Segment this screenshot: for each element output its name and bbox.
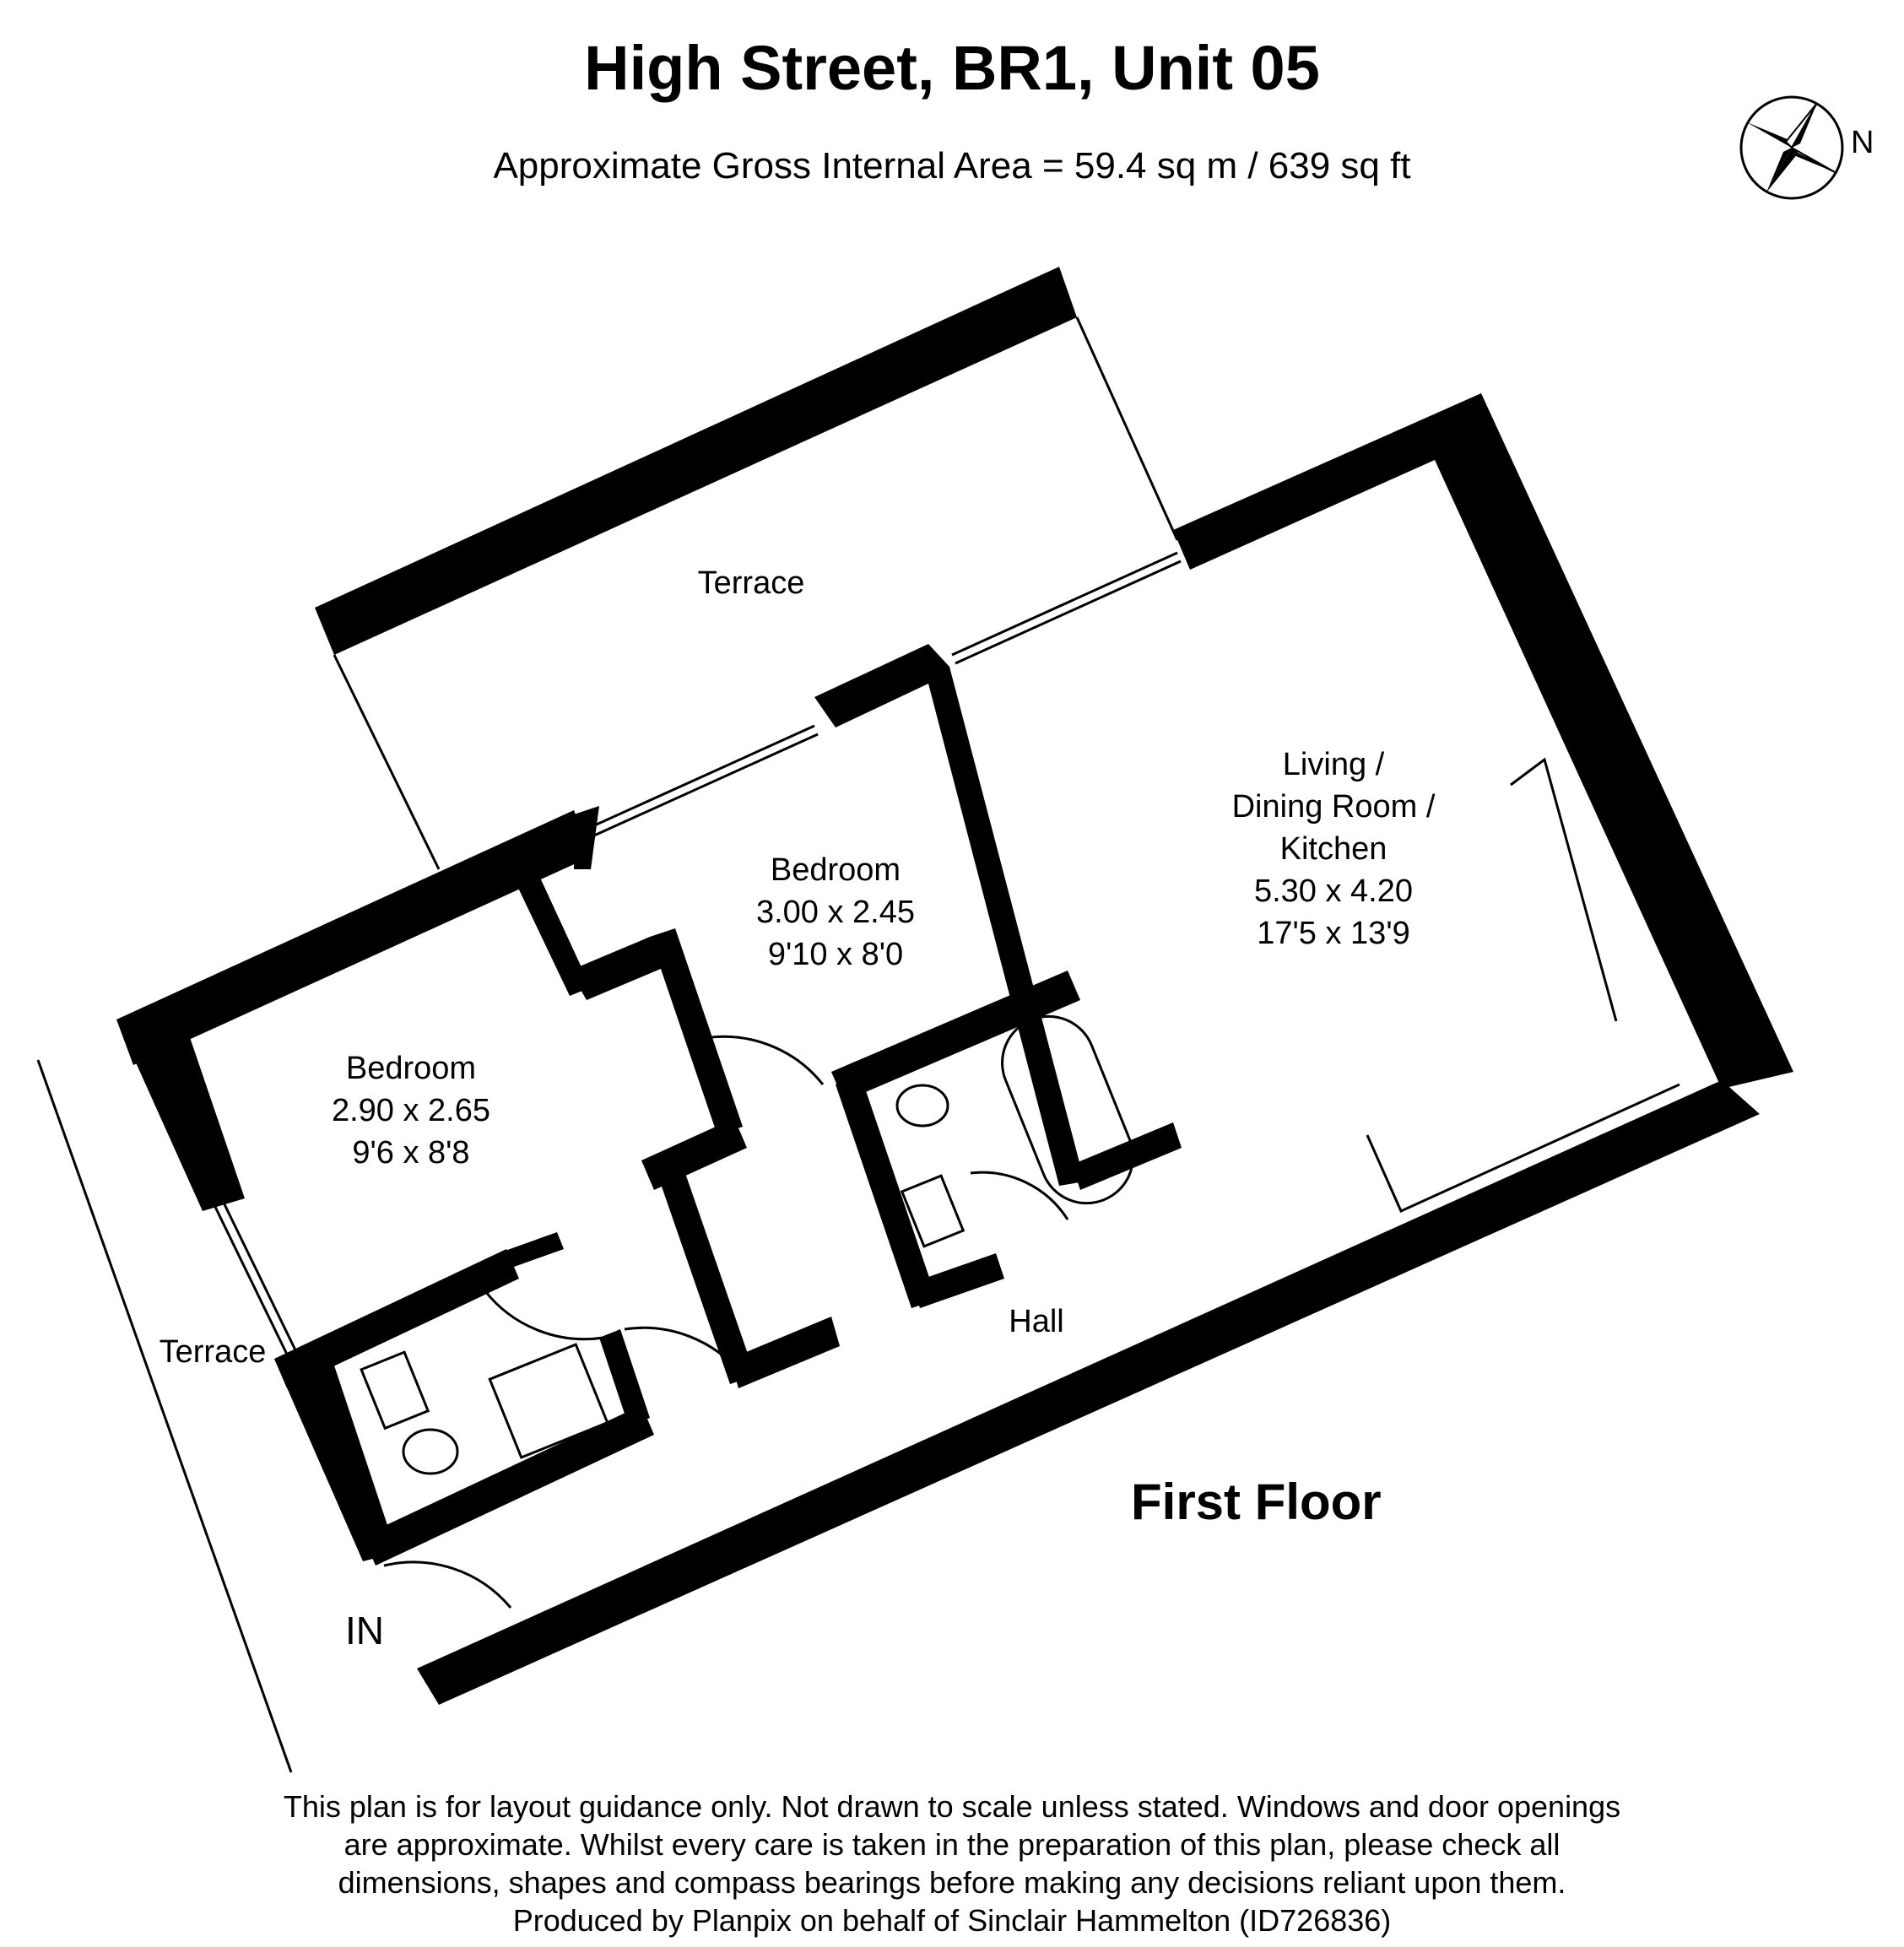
kitchen-counter-front [1366,1083,1680,1213]
bedroom2-label: Bedroom [771,852,901,888]
disclaimer-line: Produced by Planpix on behalf of Sinclai… [512,1903,1392,1938]
bathroom1-bottom-wall [363,1405,654,1566]
disclaimer-line: dimensions, shapes and compass bearings … [338,1865,1566,1900]
living-window [951,551,1178,657]
gross-area-text: Approximate Gross Internal Area = 59.4 s… [493,145,1411,187]
compass-rose-icon [1739,95,1844,200]
living-dim-metric: 5.30 x 4.20 [1254,873,1413,909]
bedroom2-dim-metric: 3.00 x 2.45 [756,895,915,930]
kitchen-counter-side [1510,757,1618,1022]
bedroom1-top-wall [116,810,591,1065]
bathroom1-top-stub [498,1232,564,1270]
compass-north-label: N [1851,125,1874,160]
living-window-inner [955,560,1182,665]
wardrobe-wall-2 [570,937,667,1000]
terrace-balustrade-right [1075,316,1179,541]
living-label-line3: Kitchen [1280,831,1387,867]
bedroom2-right-wall [814,644,1085,1186]
bathroom1-right-wall [599,1329,650,1426]
bathroom2-top-wall [831,971,1080,1101]
toilet-icon [895,1084,949,1128]
door-arc-entrance [383,1560,512,1609]
bedroom2-dim-imperial: 9'10 x 8'0 [768,937,903,972]
bedroom1-dim-metric: 2.90 x 2.65 [332,1093,490,1128]
wardrobe-wall-1 [517,878,591,996]
shower-icon [488,1343,609,1459]
living-label-line2: Dining Room / [1232,789,1436,825]
living-room-outer-wall [1173,393,1793,1089]
terrace-boundary [36,1059,293,1773]
terrace-top-wall [315,267,1077,655]
living-label-line1: Living / [1283,747,1385,782]
plan-title: High Street, BR1, Unit 05 [584,33,1320,103]
disclaimer-line: This plan is for layout guidance only. N… [283,1789,1621,1824]
wardrobe-wall-6 [730,1317,840,1388]
living-dim-imperial: 17'5 x 13'9 [1257,916,1409,951]
terrace-top-label: Terrace [698,565,805,601]
entrance-label: IN [345,1609,384,1652]
hall-label: Hall [1009,1304,1063,1339]
bathroom2-right-wall [1072,1122,1182,1190]
bathroom1-left-wall [274,1350,397,1561]
bedroom1-window [214,1206,293,1364]
bathroom2-bottom-wall [911,1253,1004,1308]
wardrobe-wall-4 [641,1118,747,1190]
disclaimer-line: are approximate. Whilst every care is ta… [343,1827,1561,1862]
bathroom2-left-wall [836,1076,937,1308]
bedroom1-window-inner [222,1202,301,1360]
basin-icon [900,1174,966,1248]
door-arc-bathroom2 [970,1171,1069,1220]
terrace-balustrade-left [333,654,441,870]
bedroom1-label: Bedroom [346,1051,476,1086]
door-arc-bedroom1 [624,1326,744,1376]
bedroom2-window-inner [593,733,819,837]
bedroom2-window [590,724,815,829]
wardrobe-wall-5 [654,1156,755,1384]
bedroom1-dim-imperial: 9'6 x 8'8 [352,1135,469,1171]
basin-icon-bathroom1 [360,1350,430,1431]
terrace-left-label: Terrace [160,1334,267,1370]
floor-label: First Floor [1131,1474,1382,1530]
door-arc-bedroom2 [704,1035,825,1085]
disclaimer: This plan is for layout guidance only. N… [0,1787,1904,1939]
door-arc-bathroom1 [484,1290,604,1341]
south-wall [417,1080,1760,1705]
toilet-icon-bathroom1 [402,1428,459,1475]
bathroom1-top-wall [274,1249,519,1388]
bathtub-icon [1001,1014,1134,1205]
wardrobe-wall-3 [650,928,743,1135]
bedroom1-left-wall [116,1013,245,1211]
